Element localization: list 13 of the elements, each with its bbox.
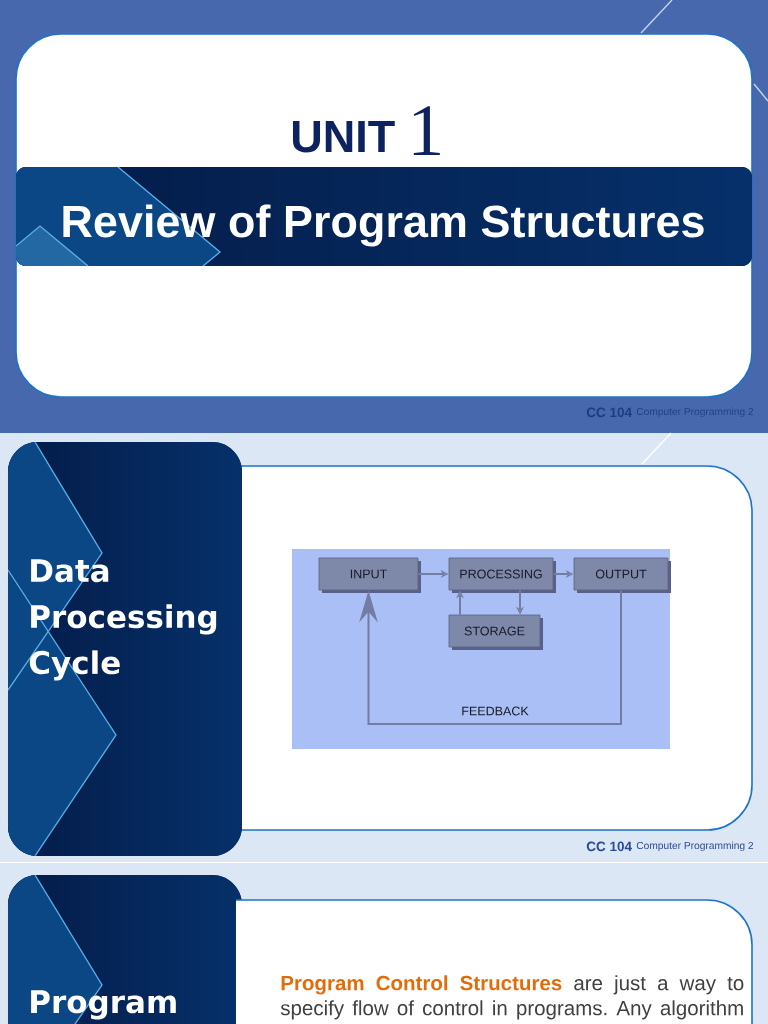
title-panel: Data Processing Cycle bbox=[8, 442, 242, 856]
unit-number: 1 bbox=[413, 106, 440, 155]
process-box: STORAGE bbox=[448, 614, 543, 650]
course-code: CC 104 bbox=[586, 841, 632, 852]
process-box: PROCESSING bbox=[448, 557, 556, 593]
course-name: Computer Programming 2 bbox=[636, 841, 754, 852]
text-card: Program Control Structures are just a way to specify flow of control in programs. Any algorithm bbox=[235, 899, 753, 1024]
title-banner: Review of Program Structures bbox=[16, 167, 752, 266]
unit-heading: UNIT bbox=[292, 121, 395, 153]
process-box: OUTPUT bbox=[573, 557, 671, 593]
process-box: INPUT bbox=[318, 557, 421, 593]
title-panel: Program bbox=[8, 875, 242, 1024]
arrow bbox=[359, 589, 622, 725]
